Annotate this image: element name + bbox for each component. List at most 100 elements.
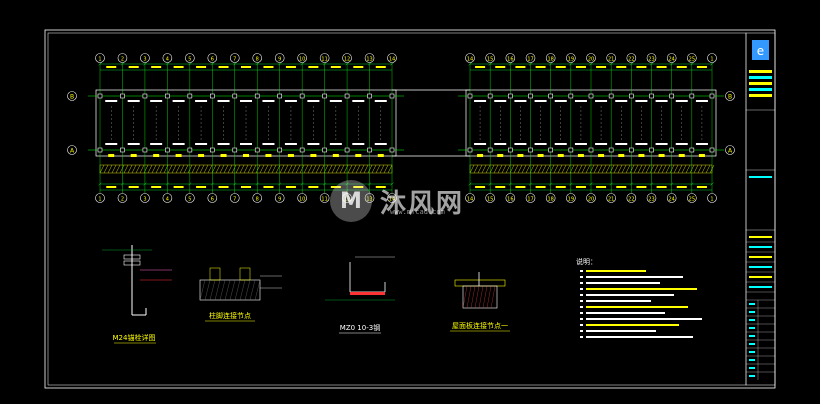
room-annotation [595, 143, 608, 145]
column-axis-circle [465, 193, 475, 203]
hatch-stroke [295, 164, 301, 174]
foundation-mark [618, 154, 625, 157]
column-axis-circle [586, 193, 596, 203]
row-axis-circle [725, 145, 735, 155]
column-axis-label: 1 [710, 196, 713, 202]
dimension-tick [629, 182, 634, 186]
column-axis-label: 1 [98, 56, 101, 62]
dimension-tick [690, 182, 694, 186]
hatch-stroke [649, 164, 655, 174]
hatch-stroke [231, 164, 237, 174]
title-block-text-bar [749, 286, 772, 288]
note-index [580, 276, 583, 278]
steel-column [142, 147, 148, 153]
dimension-value-mark [596, 186, 607, 188]
dimension-tick [669, 62, 674, 66]
hatch-stroke [103, 164, 109, 174]
column-axis-circle [185, 53, 195, 63]
hatch-stroke [489, 164, 495, 174]
hatch-stroke [99, 164, 105, 174]
dimension-tick [143, 62, 147, 66]
foundation-mark [287, 154, 294, 157]
column-axis-label: 23 [648, 196, 654, 202]
room-annotation [655, 143, 668, 145]
note-index [580, 324, 583, 326]
title-block-text-bar [749, 82, 772, 85]
dimension-value-mark [196, 66, 207, 68]
room-annotation [172, 143, 185, 145]
column-axis-label: 23 [648, 56, 654, 62]
dimension-value-mark [676, 186, 687, 188]
column-axis-label: 15 [487, 196, 493, 202]
hatch-stroke [629, 164, 635, 174]
hatch-stroke [697, 164, 703, 174]
steel-column [568, 93, 574, 99]
column-axis-label: 11 [321, 196, 327, 202]
hatch-stroke [637, 164, 643, 174]
dimension-value-mark [555, 66, 566, 68]
column-axis-label: 25 [689, 196, 695, 202]
foundation-mark [557, 154, 564, 157]
column-axis-label: 10 [299, 56, 305, 62]
hatch-stroke [617, 164, 623, 174]
dimension-tick [165, 182, 170, 186]
column-axis-label: 24 [668, 196, 674, 202]
hatch-stroke [171, 164, 177, 174]
hatch-stroke [243, 164, 249, 174]
dimension-value-mark [330, 66, 341, 68]
dimension-value-mark [263, 66, 274, 68]
foundation-mark [332, 154, 339, 157]
dimension-tick [233, 62, 237, 66]
hatch-stroke [693, 164, 699, 174]
room-annotation [635, 143, 648, 145]
dimension-tick [233, 182, 237, 186]
hatch-stroke [633, 164, 639, 174]
hatch-stroke [211, 164, 217, 174]
column-axis-circle [626, 193, 637, 203]
hatch-stroke [311, 164, 317, 174]
note-line [586, 318, 702, 320]
dimension-tick [255, 182, 259, 186]
dimension-value-mark [241, 66, 251, 68]
column-axis-circle [95, 193, 105, 203]
column-axis-label: 5 [188, 196, 191, 202]
dimension-value-mark [330, 186, 341, 188]
column-axis-circle [140, 53, 150, 63]
foundation-mark [377, 154, 384, 157]
column-axis-label: 18 [547, 196, 553, 202]
row-axis-label: B [728, 94, 732, 101]
room-annotation [514, 143, 527, 145]
steel-column [97, 147, 103, 153]
watermark-logo-icon: M [330, 180, 372, 222]
hatch-stroke [147, 164, 153, 174]
hatch-stroke [235, 164, 241, 174]
column-axis-circle [319, 193, 330, 203]
note-index [580, 270, 583, 272]
steel-column [367, 93, 372, 99]
column-axis-label: 19 [568, 196, 574, 202]
foundation-mark [108, 154, 115, 157]
dimension-tick [528, 182, 533, 186]
column-axis-label: 22 [628, 196, 634, 202]
column-axis-circle [342, 53, 352, 63]
column-axis-label: 19 [568, 56, 574, 62]
panel-hatch [474, 285, 480, 309]
room-annotation [262, 100, 275, 102]
dimension-tick [548, 182, 553, 186]
column-axis-label: 21 [608, 56, 614, 62]
anchor-washer [123, 260, 141, 266]
panel-hatch [486, 285, 492, 309]
dimension-value-mark [151, 186, 162, 188]
note-index [580, 336, 583, 338]
hatch-stroke [143, 164, 149, 174]
dimension-value-mark [636, 186, 647, 188]
hatch-stroke [247, 164, 253, 174]
panel-hatch [490, 285, 496, 309]
foundation-mark [153, 154, 160, 157]
column-axis-label: 1 [710, 56, 713, 62]
row-axis-label: A [70, 148, 75, 155]
room-annotation [352, 143, 365, 145]
hatch-stroke [135, 164, 141, 174]
foundation-mark [638, 154, 645, 157]
